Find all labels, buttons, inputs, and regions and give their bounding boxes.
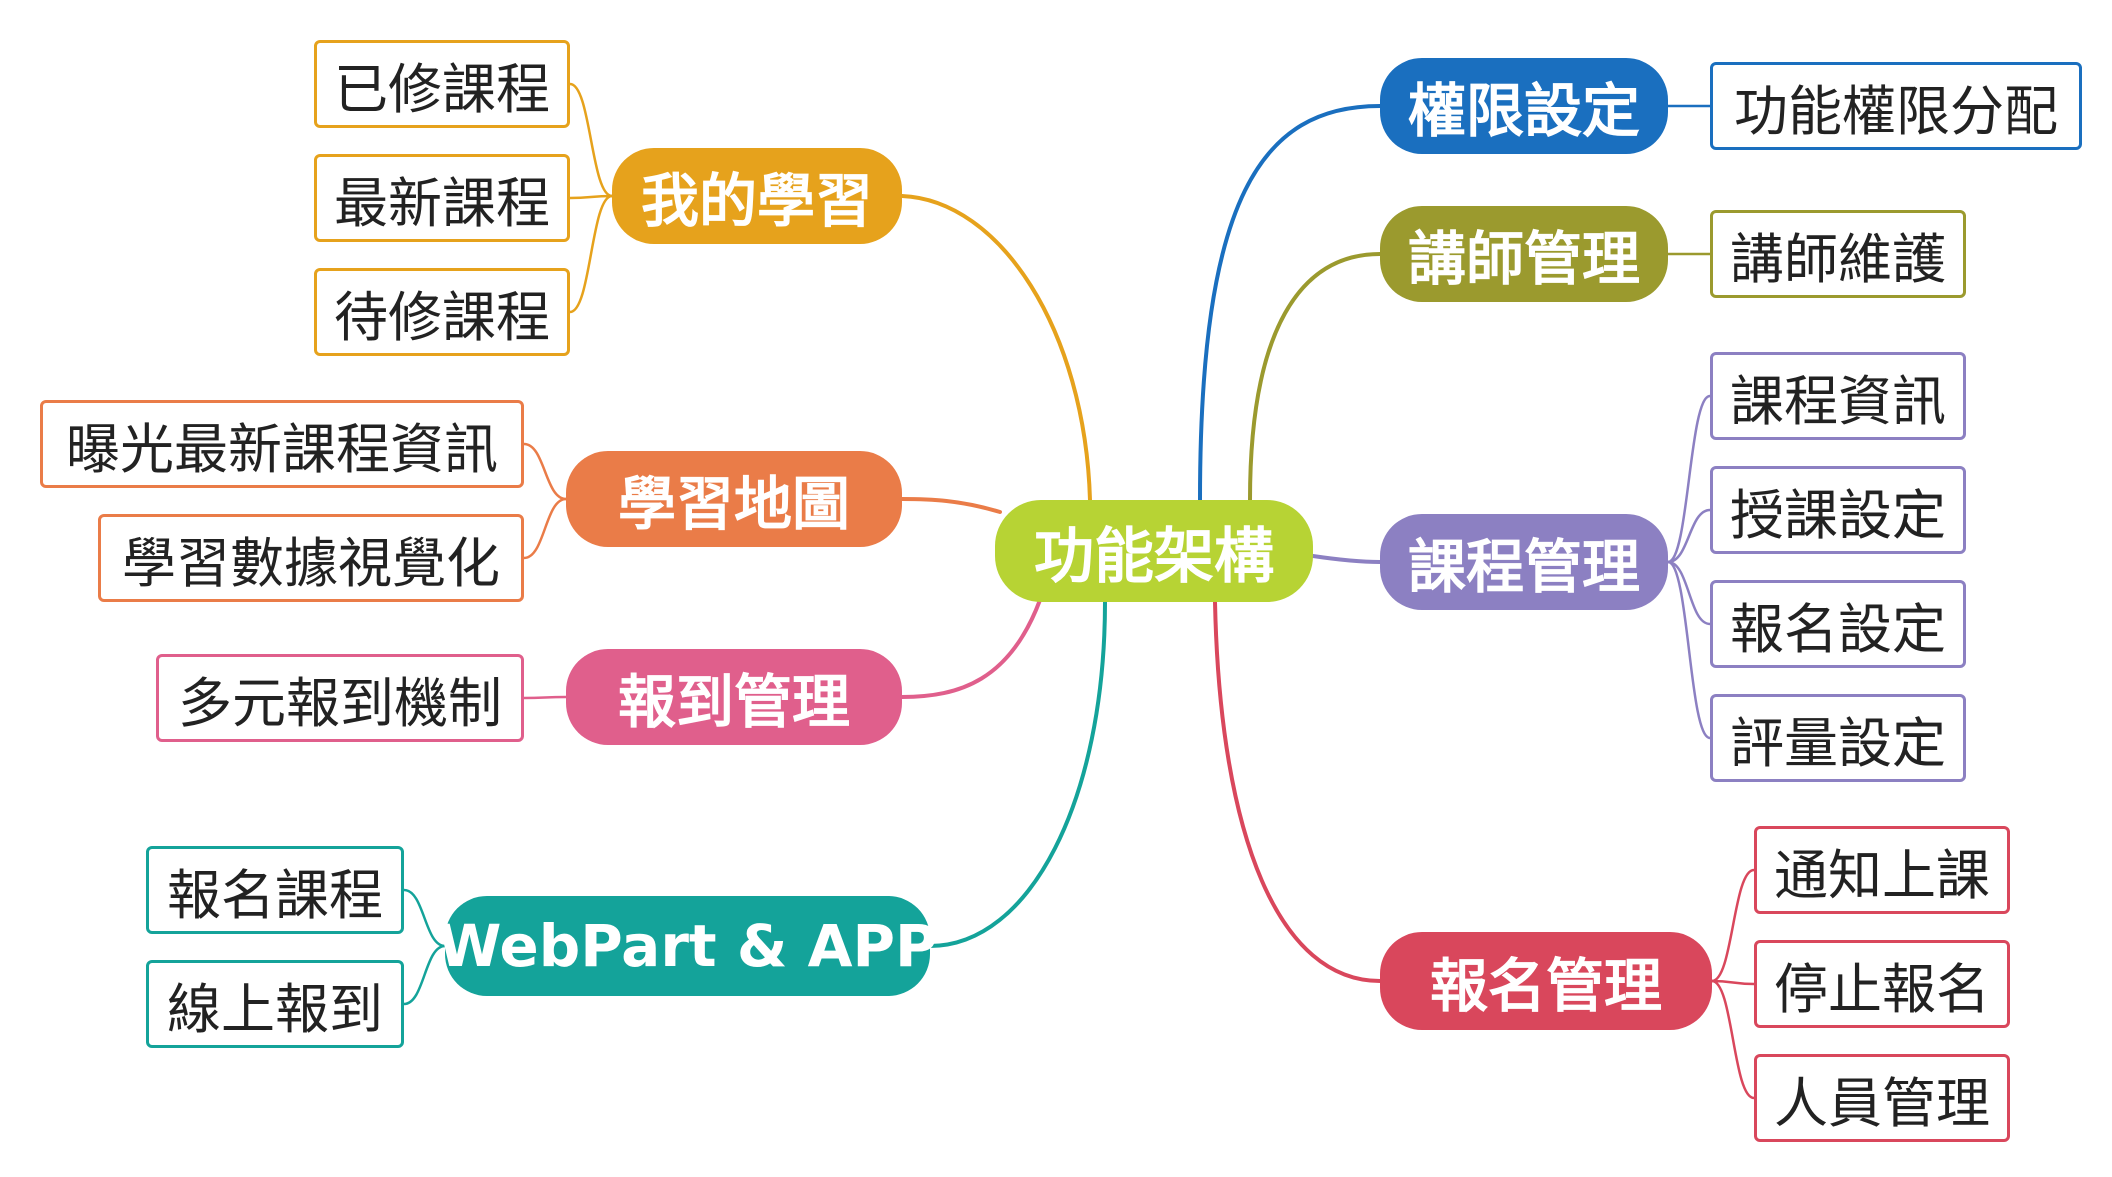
leaf-stop-registration: 停止報名: [1754, 940, 2010, 1028]
leaf-function-permission-allocation: 功能權限分配: [1710, 62, 2082, 150]
leaf-course-info: 課程資訊: [1710, 352, 1966, 440]
leaf-multiple-checkin-mechanisms: 多元報到機制: [156, 654, 524, 742]
leaf-personnel-management: 人員管理: [1754, 1054, 2010, 1142]
branch-connector: [1198, 104, 1382, 502]
branch-connector: [900, 194, 1092, 502]
leaf-teaching-settings: 授課設定: [1710, 466, 1966, 554]
branch-course-management: 課程管理: [1380, 514, 1668, 610]
branch-instructor-management: 講師管理: [1380, 206, 1668, 302]
leaf-connector: [568, 194, 614, 200]
branch-connector: [1213, 600, 1382, 983]
leaf-connector: [1666, 560, 1712, 740]
leaf-connector: [1710, 979, 1756, 986]
leaf-expose-latest-course-info: 曝光最新課程資訊: [40, 400, 524, 488]
leaf-connector: [402, 944, 447, 1006]
branch-checkin-management: 報到管理: [566, 649, 902, 745]
leaf-connector: [1666, 508, 1712, 564]
branch-connector: [900, 497, 1002, 514]
leaf-pending-courses: 待修課程: [314, 268, 570, 356]
branch-connector: [1311, 554, 1382, 564]
leaf-instructor-maintenance: 講師維護: [1710, 210, 1966, 298]
branch-connector: [928, 600, 1107, 948]
branch-connector: [900, 598, 1042, 699]
leaf-online-checkin: 線上報到: [146, 960, 404, 1048]
branch-connector: [1248, 252, 1382, 502]
leaf-connector: [1666, 560, 1712, 626]
branch-learning-map: 學習地圖: [566, 451, 902, 547]
leaf-connector: [1710, 868, 1756, 983]
leaf-connector: [522, 695, 568, 700]
branch-my-learning: 我的學習: [612, 148, 902, 244]
branch-webpart-app: WebPart & APP: [437, 896, 938, 996]
leaf-register-course: 報名課程: [146, 846, 404, 934]
leaf-connector: [522, 497, 568, 560]
leaf-connector: [1710, 979, 1756, 1100]
leaf-completed-courses: 已修課程: [314, 40, 570, 128]
leaf-connector: [402, 888, 447, 948]
leaf-latest-courses: 最新課程: [314, 154, 570, 242]
leaf-assessment-settings: 評量設定: [1710, 694, 1966, 782]
leaf-class-notification: 通知上課: [1754, 826, 2010, 914]
leaf-connector: [1666, 394, 1712, 564]
branch-permission-settings: 權限設定: [1380, 58, 1668, 154]
branch-registration-management: 報名管理: [1380, 932, 1712, 1030]
leaf-connector: [568, 194, 614, 314]
leaf-registration-settings: 報名設定: [1710, 580, 1966, 668]
leaf-connector: [522, 442, 568, 501]
leaf-learning-data-visualization: 學習數據視覺化: [98, 514, 524, 602]
central-topic: 功能架構: [995, 500, 1313, 602]
leaf-connector: [568, 82, 614, 198]
